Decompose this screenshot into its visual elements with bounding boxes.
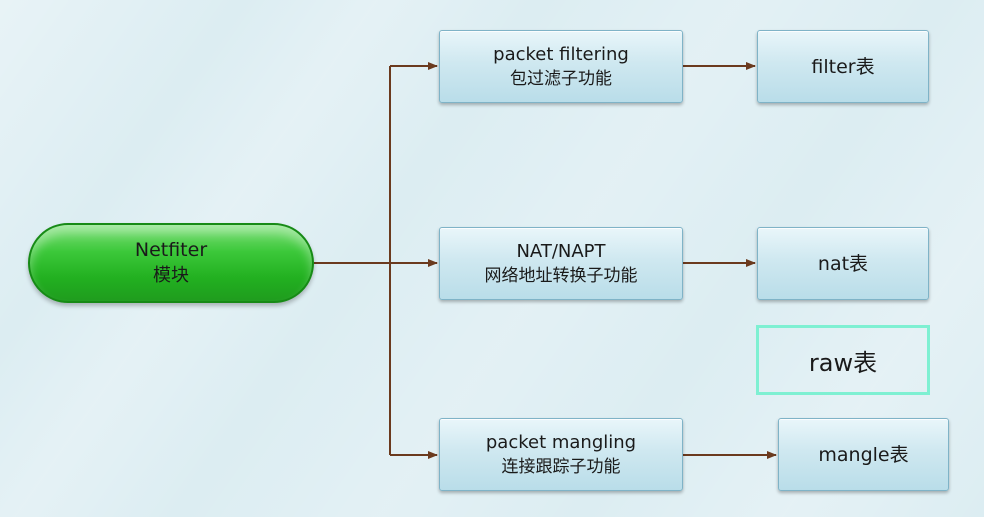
packet-filtering-title: packet filtering — [493, 43, 629, 65]
raw-table-label: raw表 — [808, 348, 878, 377]
nat-napt-subtitle: 网络地址转换子功能 — [484, 265, 638, 286]
raw-table-node: raw表 — [756, 325, 930, 395]
nat-table-node: nat表 — [757, 227, 929, 300]
mangle-table-label: mangle表 — [818, 443, 909, 466]
packet-mangling-subtitle: 连接跟踪子功能 — [501, 456, 621, 477]
nat-napt-node: NAT/NAPT 网络地址转换子功能 — [439, 227, 683, 300]
netfilter-module-subtitle: 模块 — [153, 265, 189, 286]
packet-mangling-node: packet mangling 连接跟踪子功能 — [439, 418, 683, 491]
filter-table-label: filter表 — [811, 55, 875, 78]
nat-napt-title: NAT/NAPT — [516, 240, 606, 262]
filter-table-node: filter表 — [757, 30, 929, 103]
packet-filtering-subtitle: 包过滤子功能 — [510, 68, 612, 89]
mangle-table-node: mangle表 — [778, 418, 949, 491]
packet-mangling-title: packet mangling — [485, 431, 637, 453]
netfilter-module-node: Netfiter 模块 — [28, 223, 314, 303]
netfilter-module-title: Netfiter — [134, 239, 208, 261]
packet-filtering-node: packet filtering 包过滤子功能 — [439, 30, 683, 103]
nat-table-label: nat表 — [817, 252, 869, 275]
